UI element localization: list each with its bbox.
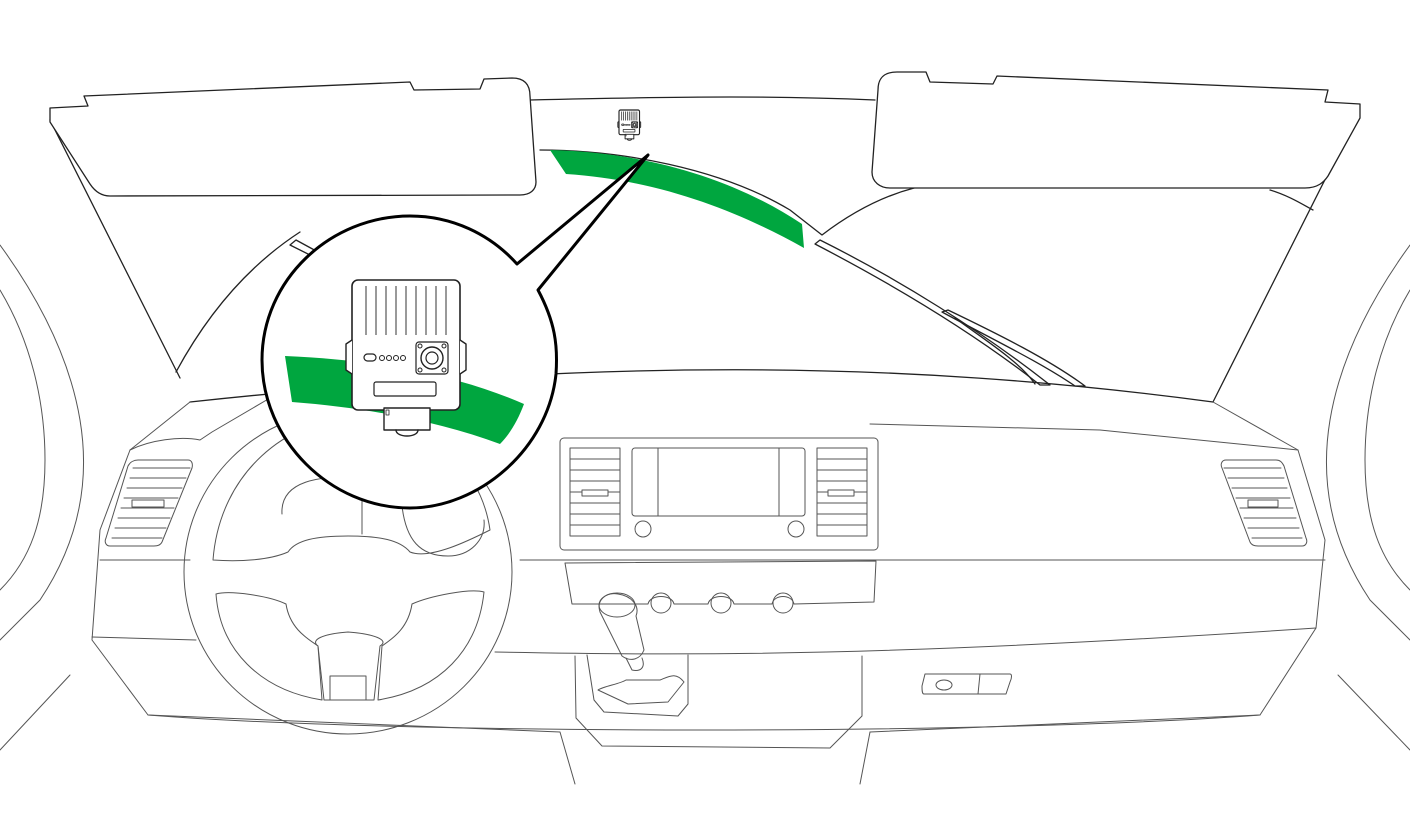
glovebox-handle (921, 673, 1012, 695)
center-left-vent (569, 447, 621, 537)
dashboard (91, 397, 1326, 785)
center-right-vent (816, 447, 868, 537)
dash-camera-icon (617, 109, 642, 141)
air-vent-icon (104, 459, 1308, 547)
gear-shift-icon (574, 592, 863, 749)
right-sun-visor (871, 71, 1361, 189)
dash-camera-zoomed (345, 279, 467, 437)
magnifier-callout-icon (260, 153, 650, 510)
sun-visor-icon (49, 71, 1361, 197)
mounting-zone-windshield (550, 150, 804, 248)
left-sun-visor (49, 77, 537, 197)
right-door-outline (1325, 244, 1410, 751)
left-door-outline (0, 244, 85, 751)
steering-wheel-icon (183, 409, 513, 735)
right-air-vent (1220, 459, 1308, 547)
infotainment-screen (631, 447, 806, 538)
wiper-icon (289, 239, 1086, 387)
left-air-vent (104, 459, 193, 547)
control-panel (564, 560, 877, 614)
center-console (559, 437, 1012, 749)
